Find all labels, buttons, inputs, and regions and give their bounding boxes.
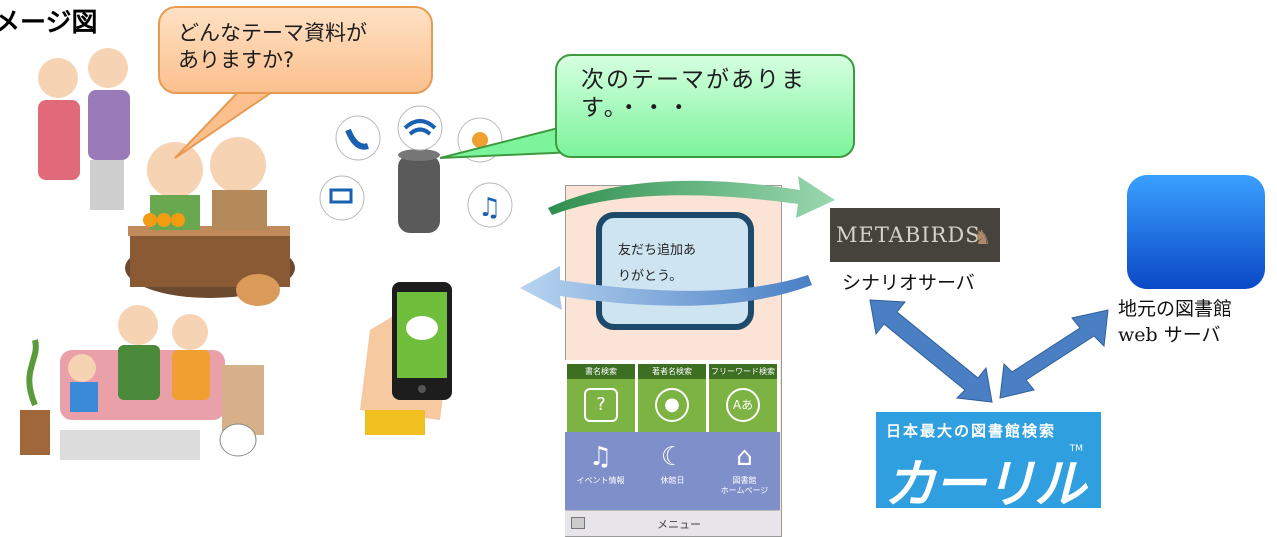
user-question-line1: どんなテーマ資料が (178, 21, 367, 45)
event-info-button[interactable]: ♫ イベント情報 (565, 432, 636, 510)
library-homepage-label1: 図書館 (732, 476, 757, 485)
freeword-search-button[interactable]: フリーワード検索 Aあ (709, 364, 777, 432)
sleeping-icon: ☾ (660, 442, 685, 472)
closed-day-label: 休館日 (660, 476, 685, 485)
title-search-label: 書名検索 (567, 364, 635, 379)
title-search-button[interactable]: 書名検索 ? (567, 364, 635, 432)
house-icon: ⌂ (736, 442, 753, 472)
family-sofa-illustration (20, 305, 264, 460)
smartphone-hand-illustration (360, 282, 452, 435)
bird-icon: ♞ (973, 225, 992, 249)
keyboard-icon[interactable] (571, 517, 585, 529)
calil-tm: TM (1069, 444, 1083, 454)
user-question-line2: ありますか? (178, 48, 295, 72)
speaker-answer-line1: 次のテーマがありま (581, 67, 806, 93)
author-search-label: 著者名検索 (638, 364, 706, 379)
smart-speaker-illustration: ♫ (319, 105, 513, 233)
local-library-label: 地元の図書館 web サーバ (1118, 296, 1232, 348)
chat-message-line2: りがとう。 (618, 269, 683, 284)
metabirds-logo: METABIRDS ♞ (830, 208, 1000, 262)
inbound-arrow (520, 266, 812, 310)
menu-bar[interactable]: メニュー (565, 510, 780, 536)
user-question-bubble: どんなテーマ資料が ありますか? (158, 6, 433, 94)
event-info-label: イベント情報 (576, 476, 625, 485)
freeword-search-label: フリーワード検索 (709, 364, 777, 379)
menu-label[interactable]: メニュー (657, 518, 701, 531)
book-question-icon: ? (584, 388, 618, 422)
music-notes-icon: ♫ (588, 442, 613, 472)
speaker-answer-bubble: 次のテーマがありま す。・・・ (555, 54, 855, 158)
local-library-line1: 地元の図書館 (1118, 298, 1233, 320)
search-button-row: 書名検索 ? 著者名検索 ● フリーワード検索 Aあ (565, 360, 780, 432)
calil-brand: カーリル (884, 455, 1086, 515)
calil-tagline: 日本最大の図書館検索 (886, 422, 1057, 440)
metabirds-logo-text: METABIRDS (836, 223, 981, 247)
family-kotatsu-illustration (38, 48, 295, 306)
info-button-row: ♫ イベント情報 ☾ 休館日 ⌂ 図書館 ホームページ (565, 432, 780, 510)
svg-text:♫: ♫ (478, 193, 501, 223)
calil-logo: 日本最大の図書館検索 カーリル TM (876, 412, 1101, 515)
outbound-arrow (548, 176, 835, 218)
speaker-answer-line2: す。・・・ (581, 95, 693, 121)
chat-message-line1: 友だち追加あ (618, 243, 697, 258)
speech-a-icon: Aあ (726, 388, 760, 422)
chat-message-bubble: 友だち追加あ りがとう。 (596, 212, 754, 330)
local-library-icon-box (1127, 175, 1265, 289)
double-arrow-scenario-calil (869, 299, 993, 403)
author-search-button[interactable]: 著者名検索 ● (638, 364, 706, 432)
library-homepage-button[interactable]: ⌂ 図書館 ホームページ (709, 432, 780, 510)
person-icon: ● (655, 388, 689, 422)
library-homepage-label2: ホームページ (720, 486, 769, 495)
scenario-server-label: シナリオサーバ (842, 272, 975, 294)
page-title: メージ図 (0, 8, 98, 38)
local-library-line2: web サーバ (1118, 324, 1221, 346)
double-arrow-library-calil (999, 309, 1109, 399)
closed-day-button[interactable]: ☾ 休館日 (637, 432, 708, 510)
